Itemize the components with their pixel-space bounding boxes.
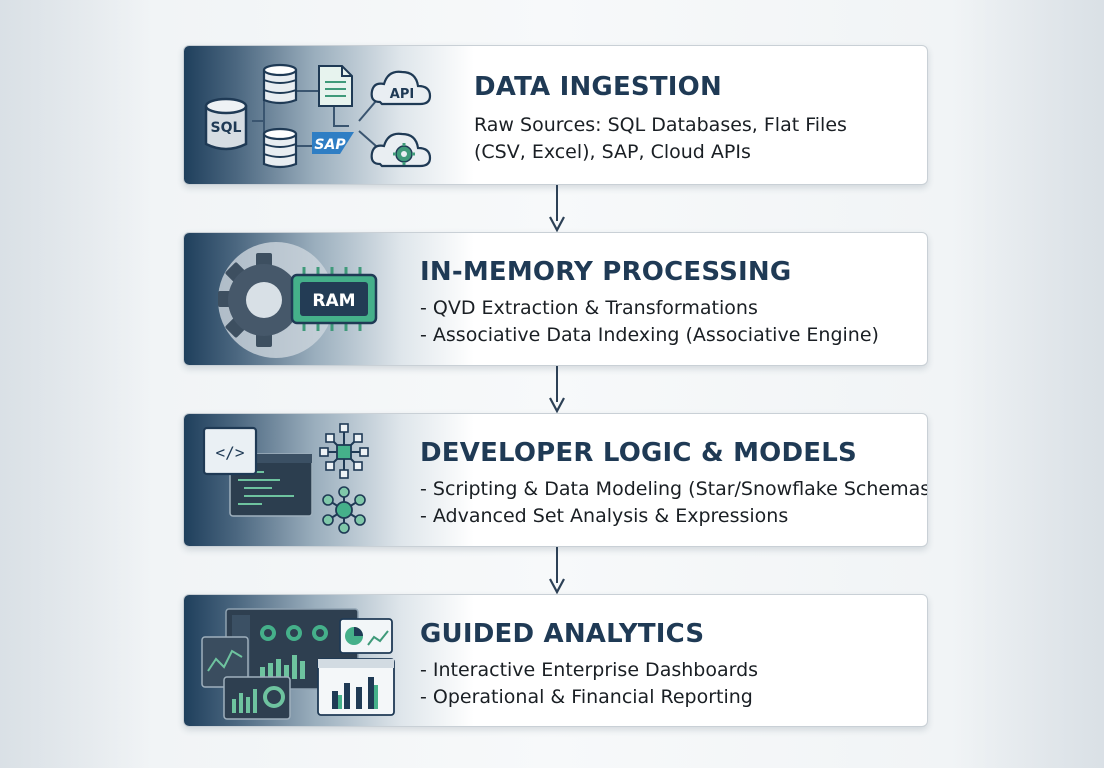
bar-chart-report-icon: [317, 658, 395, 716]
stage-art-data-ingestion: SQL: [184, 46, 474, 184]
stage-detail-line: - Operational & Financial Reporting: [420, 686, 753, 708]
stage-detail-line: (CSV, Excel), SAP, Cloud APIs: [474, 141, 751, 163]
stage-title: DATA INGESTION: [474, 72, 722, 102]
stage-title: GUIDED ANALYTICS: [420, 619, 705, 649]
stage-art-guided-analytics: [184, 595, 474, 726]
sap-logo-icon: SAP: [312, 132, 354, 154]
pie-chart-panel-icon: [339, 618, 393, 654]
background-right-shade: [954, 0, 1104, 768]
flow-arrow-down-icon: [549, 185, 565, 233]
stage-card-in-memory-processing: RAM IN-MEMORY PROCESSING - QVD Extractio…: [183, 232, 928, 366]
stage-card-developer-logic: </>: [183, 413, 928, 547]
background-left-shade: [0, 0, 150, 768]
api-label: API: [390, 87, 414, 102]
api-cloud-icon: API: [370, 70, 432, 106]
stage-detail-line: - Advanced Set Analysis & Expressions: [420, 505, 789, 527]
sql-database-icon: SQL: [204, 97, 248, 151]
stage-detail-line: - Scripting & Data Modeling (Star/Snowfl…: [420, 478, 928, 500]
network-node-icon: [319, 423, 369, 479]
sap-label: SAP: [314, 137, 346, 153]
database-icon: [262, 127, 298, 169]
sql-label: SQL: [211, 120, 242, 136]
stage-detail-line: - QVD Extraction & Transformations: [420, 297, 758, 319]
database-icon: [262, 63, 298, 105]
ram-label: RAM: [312, 291, 355, 311]
stage-card-guided-analytics: GUIDED ANALYTICS - Interactive Enterpris…: [183, 594, 928, 727]
flow-arrow-down-icon: [549, 366, 565, 414]
stage-detail-line: - Interactive Enterprise Dashboards: [420, 659, 759, 681]
stage-art-in-memory-processing: RAM: [184, 233, 474, 365]
kpi-panel-icon: [223, 676, 291, 720]
code-brackets-label: </>: [216, 443, 245, 462]
ram-chip-icon: RAM: [290, 267, 378, 331]
stage-title: DEVELOPER LOGIC & MODELS: [420, 438, 857, 468]
document-icon: [318, 65, 353, 107]
hub-nodes-icon: [322, 486, 366, 534]
stage-title: IN-MEMORY PROCESSING: [420, 257, 792, 287]
stage-detail-line: - Associative Data Indexing (Associative…: [420, 324, 879, 346]
stage-art-developer-logic: </>: [184, 414, 474, 546]
code-editor-icon: </>: [202, 426, 313, 517]
stage-card-data-ingestion: SQL: [183, 45, 928, 185]
cloud-gear-icon: [370, 132, 432, 168]
stage-detail-line: Raw Sources: SQL Databases, Flat Files: [474, 114, 847, 136]
flow-arrow-down-icon: [549, 547, 565, 595]
gear-icon: [218, 253, 300, 347]
